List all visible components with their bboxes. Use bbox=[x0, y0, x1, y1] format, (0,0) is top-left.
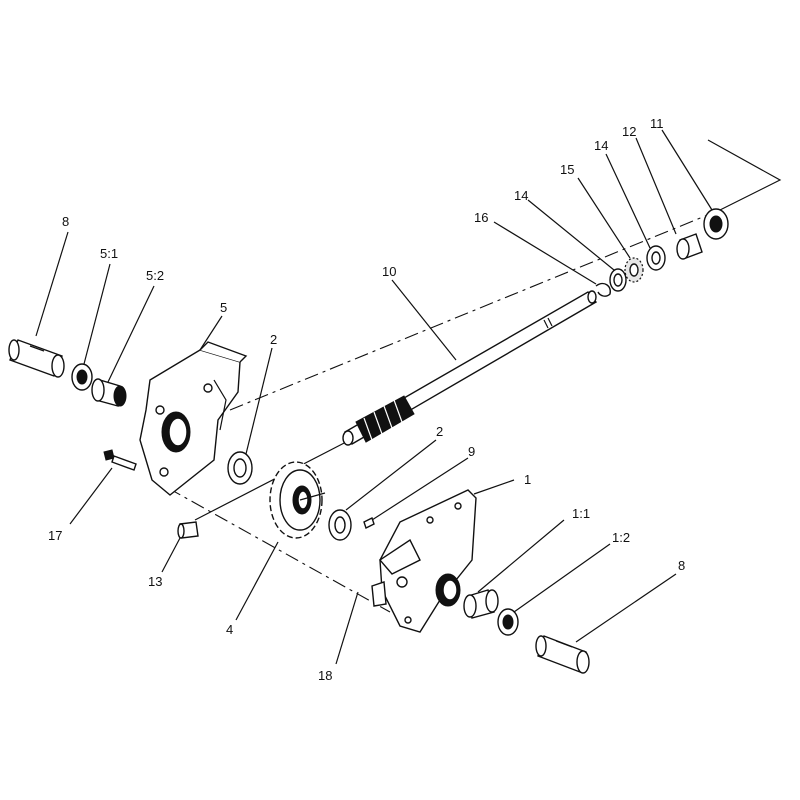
callout-5: 5 bbox=[220, 300, 227, 315]
part-1-1-sleeve bbox=[463, 589, 499, 619]
part-5-1-ring bbox=[71, 363, 93, 391]
part-14-washer-b bbox=[646, 245, 666, 271]
callout-1-1: 1:1 bbox=[572, 506, 590, 521]
part-8-right-pin bbox=[535, 635, 590, 674]
part-5-2-sleeve bbox=[91, 378, 127, 407]
callout-labels: 8 5:1 5:2 5 2 10 16 14 15 14 12 11 2 9 1… bbox=[48, 116, 685, 683]
callout-10: 10 bbox=[382, 264, 396, 279]
callout-9: 9 bbox=[468, 444, 475, 459]
callout-13: 13 bbox=[148, 574, 162, 589]
callout-15: 15 bbox=[560, 162, 574, 177]
part-10-worm bbox=[355, 395, 415, 443]
callout-12: 12 bbox=[622, 124, 636, 139]
callout-16: 16 bbox=[474, 210, 488, 225]
part-1-right-housing bbox=[378, 489, 477, 633]
part-2-washer-left bbox=[227, 451, 253, 485]
part-1-2-ring bbox=[497, 608, 519, 636]
center-lines bbox=[167, 139, 782, 613]
part-5-left-housing bbox=[139, 341, 248, 496]
callout-14-lower: 14 bbox=[514, 188, 528, 203]
callout-2-lower: 2 bbox=[436, 424, 443, 439]
callout-4: 4 bbox=[226, 622, 233, 637]
callout-1: 1 bbox=[524, 472, 531, 487]
part-9-key bbox=[363, 517, 375, 529]
part-4-gear bbox=[269, 461, 326, 539]
part-12-bushing bbox=[676, 233, 703, 260]
part-2-washer-right bbox=[328, 509, 352, 541]
callout-2-upper: 2 bbox=[270, 332, 277, 347]
part-11-seal bbox=[703, 208, 729, 240]
callout-1-2: 1:2 bbox=[612, 530, 630, 545]
callout-5-1: 5:1 bbox=[100, 246, 118, 261]
callout-18: 18 bbox=[318, 668, 332, 683]
part-16-clip bbox=[595, 282, 611, 297]
callout-8-left: 8 bbox=[62, 214, 69, 229]
part-14-washer-a bbox=[609, 268, 627, 292]
callout-5-2: 5:2 bbox=[146, 268, 164, 283]
callout-17: 17 bbox=[48, 528, 62, 543]
part-17-bolt bbox=[103, 449, 137, 471]
leader-lines bbox=[35, 129, 713, 665]
part-18-fitting bbox=[371, 581, 387, 607]
part-15-thrust-bearing bbox=[624, 257, 644, 283]
part-8-left-pin bbox=[8, 339, 65, 378]
part-13-bushing bbox=[177, 521, 199, 539]
callout-11: 11 bbox=[650, 116, 664, 131]
callout-8-right: 8 bbox=[678, 558, 685, 573]
callout-14-upper: 14 bbox=[594, 138, 608, 153]
